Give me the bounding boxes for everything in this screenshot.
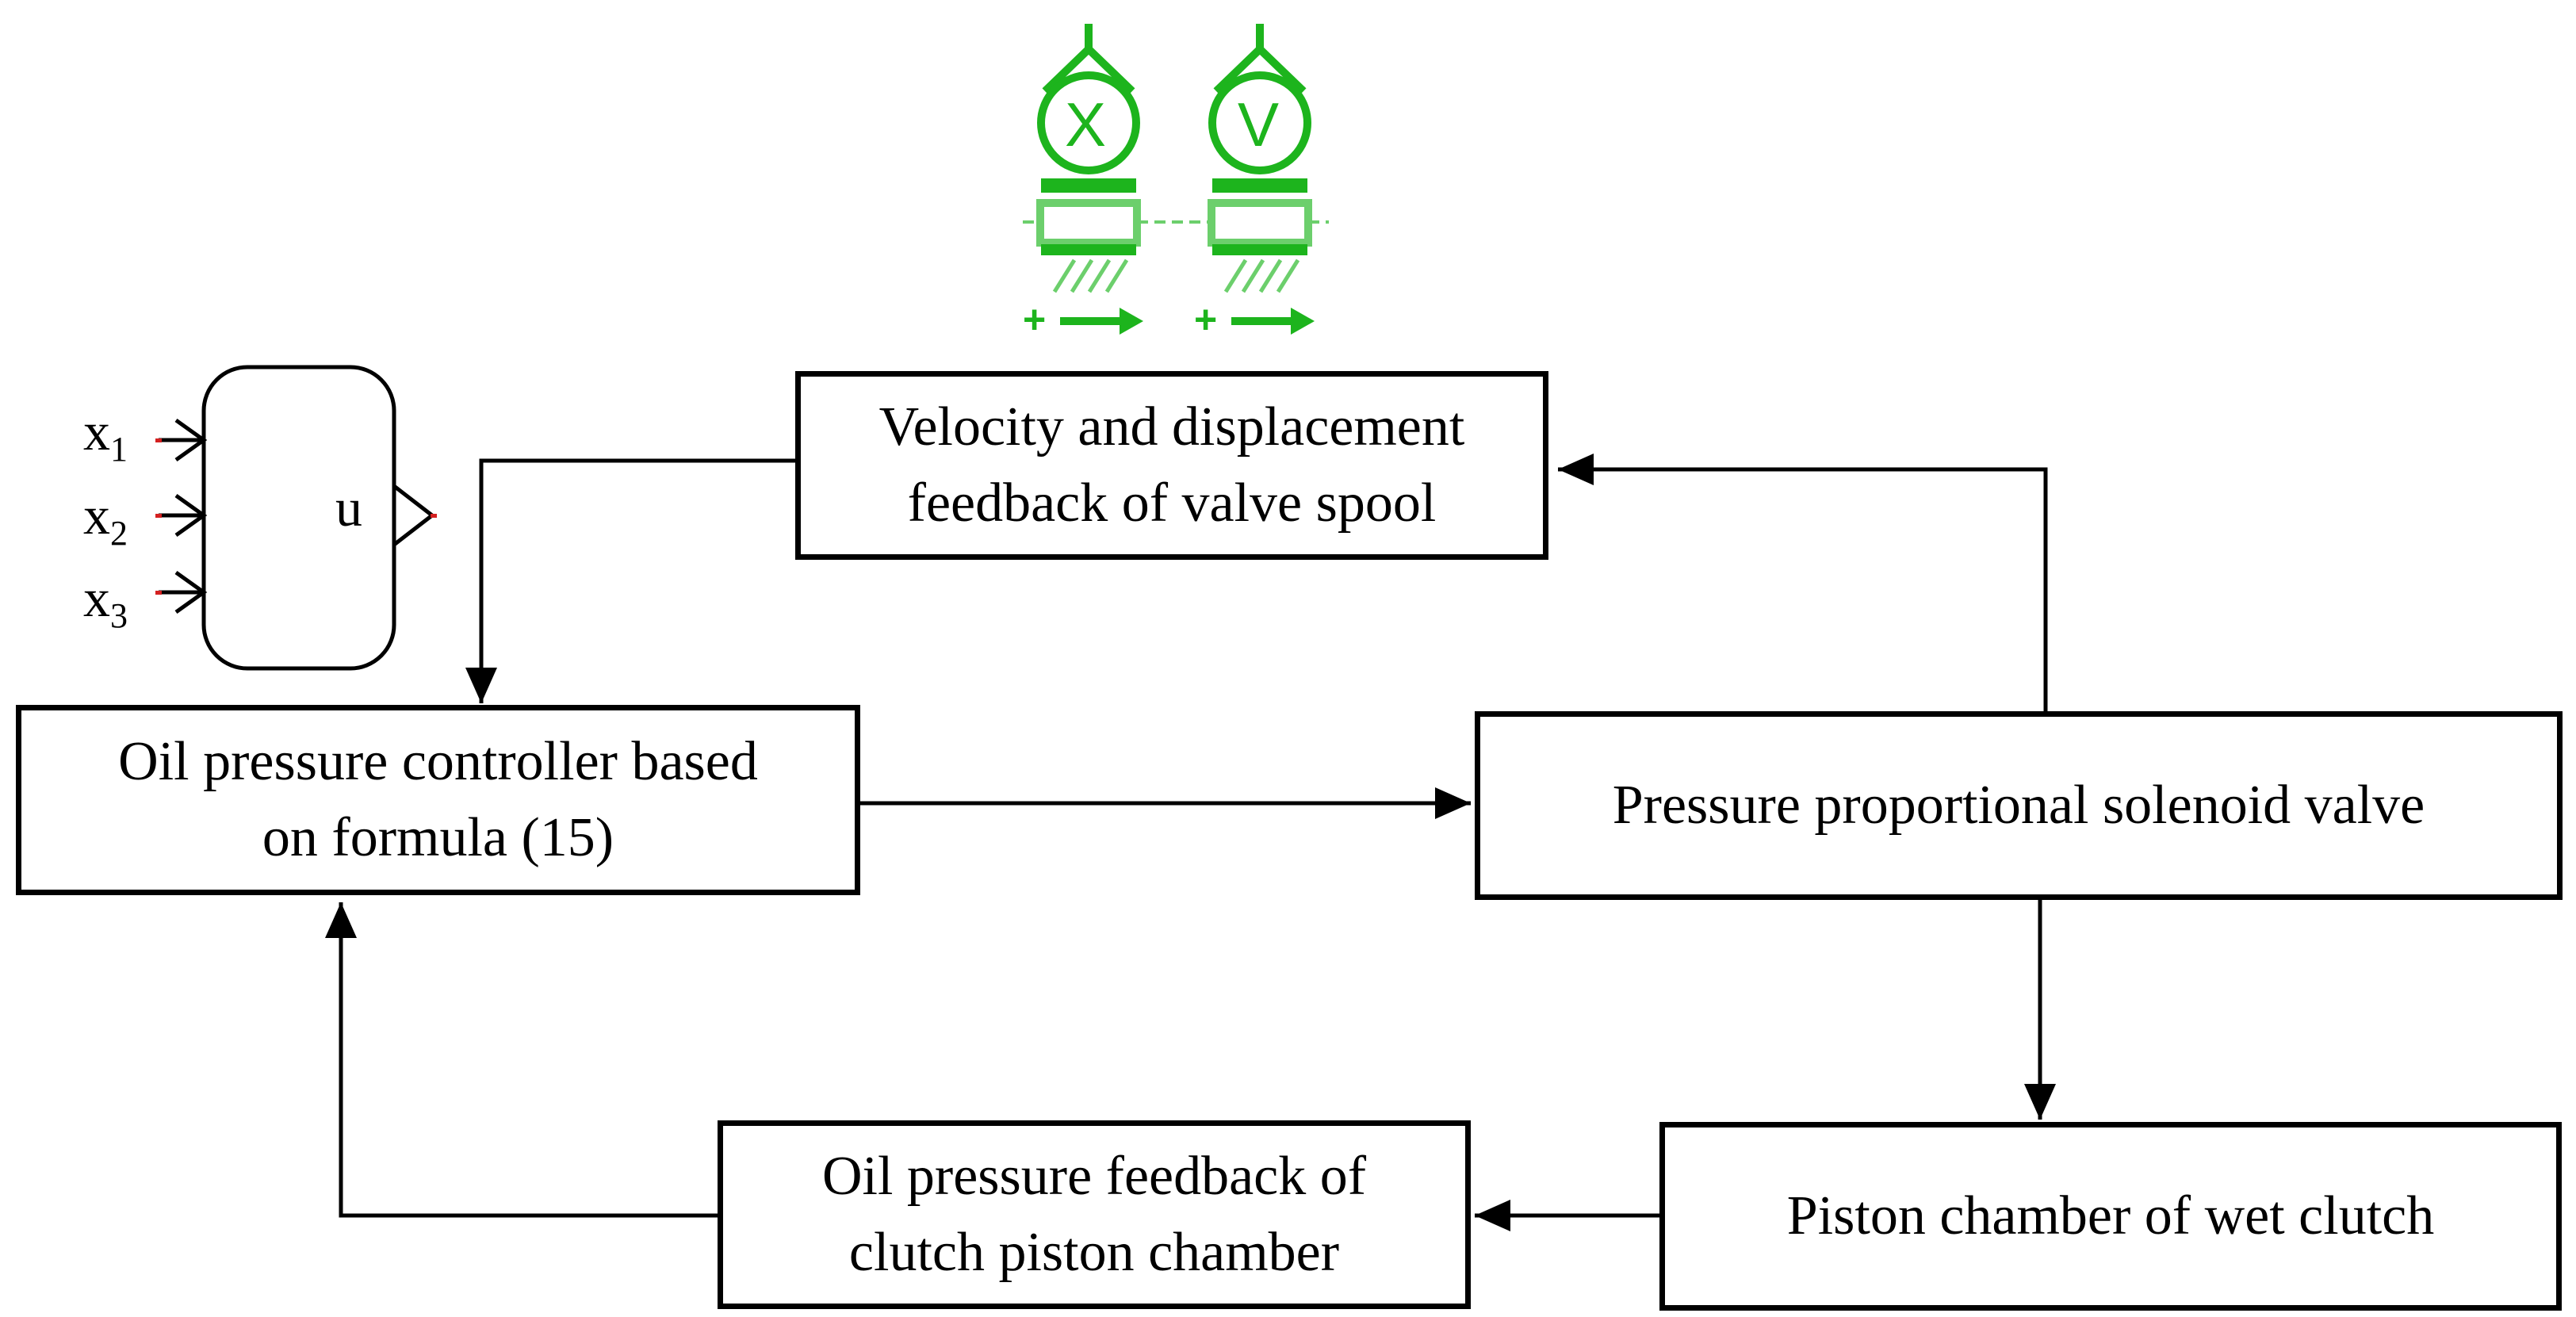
displacement-positive-sign: +	[1023, 297, 1047, 342]
arrow-solenoid-to-velocity	[1558, 454, 2048, 711]
input-label-x1: x1	[83, 401, 128, 469]
input-label-x3: x3	[83, 568, 128, 635]
port-markers	[155, 438, 437, 595]
velocity-displacement-feedback-block: Velocity and displacement feedback of va…	[795, 371, 1548, 560]
positive-direction-arrow-icon	[1060, 308, 1315, 335]
controller-function-block	[159, 365, 436, 671]
piston-chamber-wet-clutch-block: Piston chamber of wet clutch	[1659, 1122, 2562, 1311]
oil-pressure-feedback-block: Oil pressure feedback of clutch piston c…	[718, 1120, 1471, 1309]
velocity-positive-sign: +	[1194, 297, 1218, 342]
output-port-chevron	[392, 484, 436, 546]
pressure-proportional-solenoid-valve-block: Pressure proportional solenoid valve	[1475, 711, 2563, 900]
displacement-sensor-icon	[1036, 24, 1141, 255]
velocity-sensor-symbol: V	[1238, 90, 1280, 159]
ground-hatch-icon	[1052, 258, 1300, 293]
output-label-u: u	[335, 477, 362, 538]
arrow-feedback-to-controller	[325, 902, 718, 1218]
displacement-sensor-symbol: X	[1065, 90, 1107, 159]
arrow-velocity-to-controller	[465, 458, 795, 703]
oil-pressure-controller-block: Oil pressure controller based on formula…	[16, 705, 860, 895]
input-label-x2: x2	[83, 485, 128, 553]
